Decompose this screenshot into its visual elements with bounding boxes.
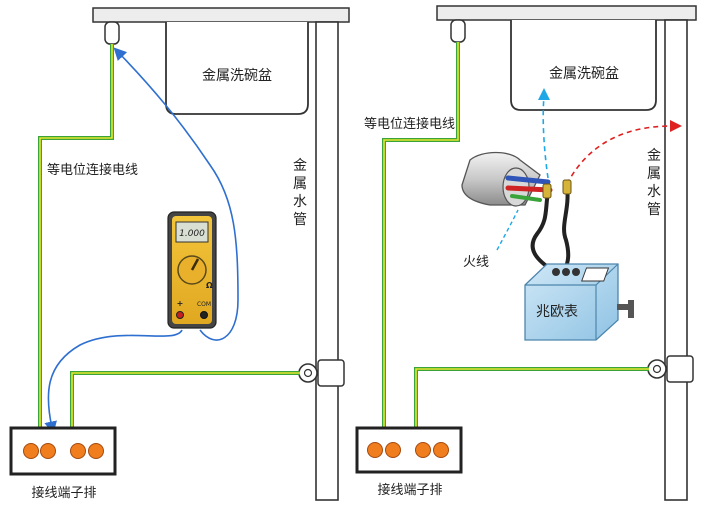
megger-label: 兆欧表 <box>536 304 578 320</box>
left-bonding-wire-pipe <box>70 371 300 428</box>
multimeter-plus: + <box>177 299 184 308</box>
megger-lead-left <box>530 191 554 272</box>
megger-dial-window <box>581 267 610 282</box>
left-bonding-wire-sink <box>38 44 114 428</box>
right-sink <box>510 20 657 111</box>
right-countertop <box>436 5 697 21</box>
megger-clip-left <box>542 183 552 199</box>
right-dashed-red-arrowhead <box>670 120 682 132</box>
right-dashed-blue-arrowhead <box>538 88 550 100</box>
left-terminal-block <box>9 426 117 476</box>
right-wire-label: 等电位连接电线 <box>364 116 455 132</box>
left-drain-clamp <box>104 21 120 45</box>
left-pipe-label-4: 管 <box>293 212 307 228</box>
right-sink-label: 金属洗碗盆 <box>549 66 619 82</box>
left-pipe-clamp <box>298 359 345 387</box>
multimeter-ohm: Ω <box>206 281 213 290</box>
multimeter-com: COM <box>197 301 211 308</box>
right-terminal-label: 接线端子排 <box>377 482 442 498</box>
left-water-pipe <box>315 21 339 501</box>
left-terminal-label: 接线端子排 <box>31 485 96 501</box>
multimeter-jack-plus <box>176 311 184 319</box>
megger-crank <box>617 304 631 310</box>
left-countertop <box>92 7 350 23</box>
multimeter: 1.000 Ω + COM <box>167 211 217 329</box>
right-pipe-clamp <box>647 355 694 383</box>
right-pipe-label-4: 管 <box>647 202 661 218</box>
right-dashed-blue-arrow <box>542 95 549 179</box>
left-panel: 金属洗碗盆 金 属 水 管 等电位连接电线 <box>9 7 350 501</box>
left-pipe-label-2: 属 <box>293 176 307 192</box>
right-pipe-label-1: 金 <box>647 148 661 164</box>
multimeter-display: 1.000 <box>179 229 205 239</box>
right-pipe-label-2: 属 <box>647 166 661 182</box>
left-sink-label: 金属洗碗盆 <box>202 68 272 84</box>
right-panel: 金属洗碗盆 金 属 水 管 等电位连接电线 <box>355 5 697 501</box>
right-live-pointer <box>496 209 519 251</box>
right-water-pipe <box>664 19 688 501</box>
right-bonding-wire-pipe <box>414 367 649 428</box>
left-sink <box>165 22 309 115</box>
live-cable <box>461 151 553 207</box>
megger-clip-right <box>562 179 572 195</box>
left-pipe-label-1: 金 <box>293 158 307 174</box>
right-terminal-block <box>355 426 463 474</box>
left-wire-label: 等电位连接电线 <box>47 162 138 178</box>
live-wire-label: 火线 <box>463 255 489 270</box>
left-pipe-label-3: 水 <box>293 194 307 210</box>
megger-lead-right <box>562 185 571 271</box>
megger <box>524 263 634 341</box>
left-test-lead-bottom <box>44 329 183 435</box>
right-pipe-label-3: 水 <box>647 184 661 200</box>
right-bonding-wire-sink <box>382 42 460 428</box>
right-dashed-red-arrow <box>566 125 673 185</box>
right-drain-clamp <box>450 19 466 43</box>
left-test-lead-top <box>113 47 239 341</box>
multimeter-jack-com <box>200 311 208 319</box>
